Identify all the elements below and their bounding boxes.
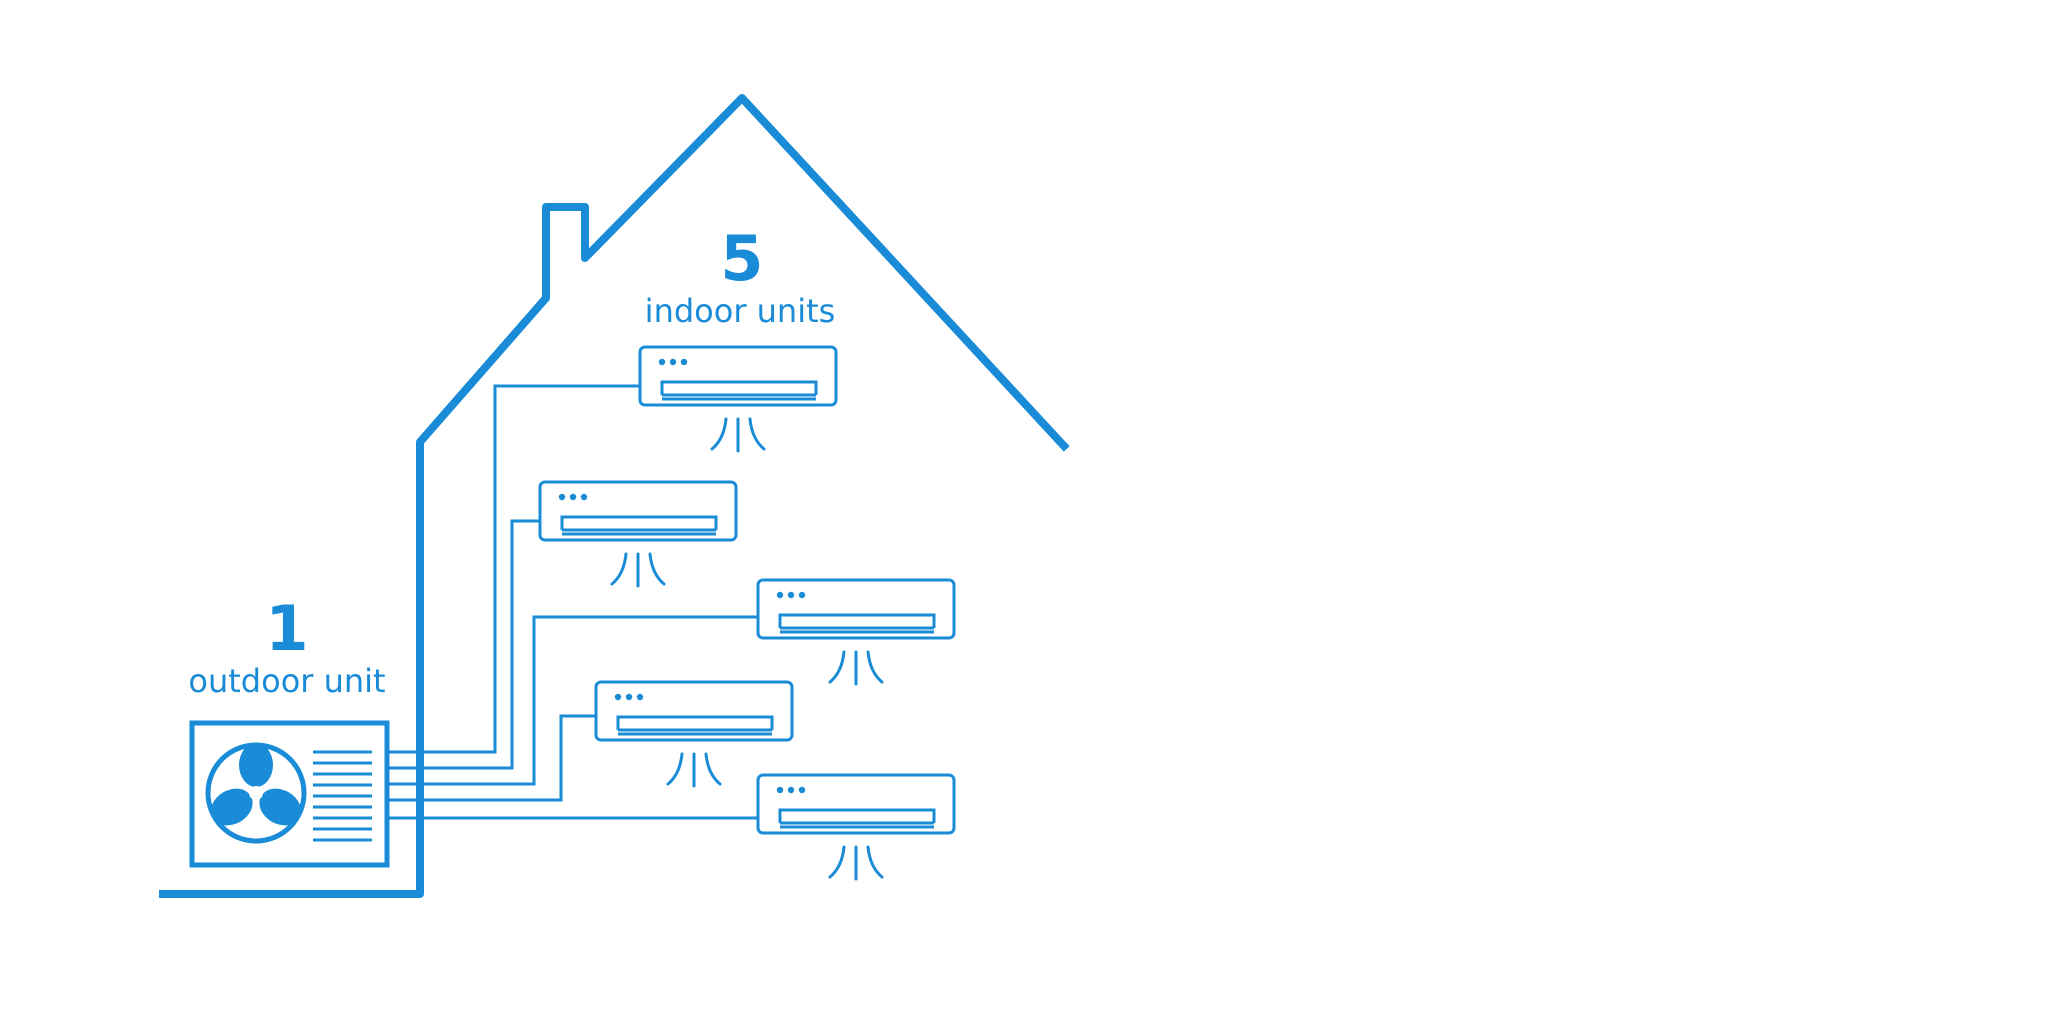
indoor-label: indoor units bbox=[645, 292, 836, 330]
outdoor-unit bbox=[189, 720, 390, 868]
indoor-count: 5 bbox=[720, 222, 763, 295]
house-outline bbox=[159, 94, 1070, 898]
air-conditioner-icon bbox=[756, 773, 956, 881]
indoor-unit-4 bbox=[594, 680, 794, 788]
air-conditioner-icon bbox=[538, 480, 738, 588]
pipe-to-unit-1 bbox=[387, 384, 640, 754]
fan-icon bbox=[210, 743, 302, 826]
outdoor-unit-casing bbox=[189, 720, 390, 868]
indoor-unit-2 bbox=[538, 480, 738, 588]
indoor-unit-5 bbox=[756, 773, 956, 881]
pipe-to-unit-3 bbox=[387, 615, 758, 786]
indoor-unit-3 bbox=[756, 578, 956, 686]
vent-grille bbox=[313, 750, 372, 842]
indoor-unit-1 bbox=[638, 345, 838, 453]
refrigerant-pipes bbox=[387, 384, 758, 820]
air-conditioner-icon bbox=[594, 680, 794, 788]
pipe-to-unit-2 bbox=[387, 519, 540, 770]
outdoor-label: outdoor unit bbox=[188, 662, 385, 700]
pipe-to-unit-4 bbox=[387, 714, 596, 802]
air-conditioner-icon bbox=[756, 578, 956, 686]
outdoor-count: 1 bbox=[265, 592, 308, 665]
air-conditioner-icon bbox=[638, 345, 838, 453]
